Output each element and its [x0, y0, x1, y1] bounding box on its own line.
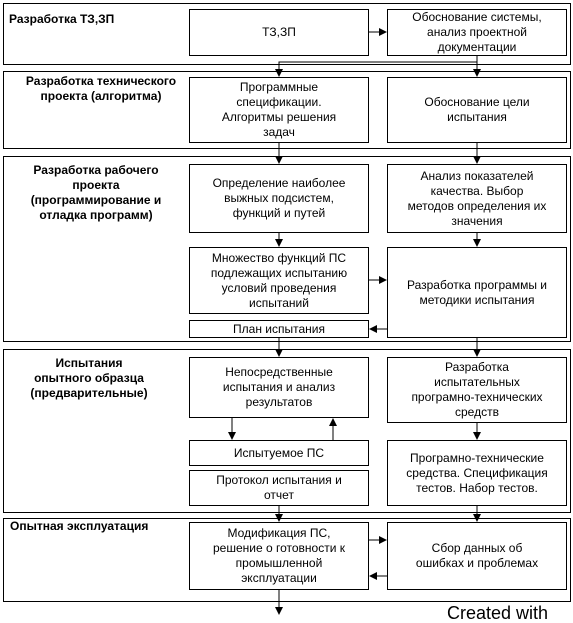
- phase-5-label: Опытная эксплуатация: [10, 519, 149, 533]
- error-collection-box: Сбор данных об ошибках и проблемах: [387, 522, 567, 590]
- system-justification-box: Обоснование системы, анализ проектной до…: [387, 9, 567, 56]
- phase-2-label: Разработка технического проекта (алгорит…: [25, 74, 177, 103]
- quality-analysis-box: Анализ показателей качества. Выбор метод…: [387, 164, 567, 233]
- test-goal-box: Обоснование цели испытания: [387, 77, 567, 143]
- modification-box: Модификация ПС, решение о готовности к п…: [189, 522, 369, 590]
- tz-zp-box: ТЗ,ЗП: [189, 9, 369, 56]
- phase-4-label: Испытания опытного образца (предваритель…: [30, 356, 148, 400]
- program-specs-box: Программные спецификации. Алгоритмы реше…: [189, 77, 369, 143]
- weak-subsystems-box: Определение наиболее выжных подсистем, ф…: [189, 164, 369, 233]
- function-set-box: Множество функций ПС подлежащих испытани…: [189, 247, 369, 314]
- test-tools-dev-box: Разработка испытательных програмно-техни…: [387, 357, 567, 423]
- phase-3-label: Разработка рабочего проекта (программиро…: [30, 163, 162, 222]
- test-plan-box: План испытания: [189, 320, 369, 338]
- tested-ps-box: Испытуемое ПС: [189, 440, 369, 466]
- tools-spec-box: Програмно-технические средства. Специфик…: [387, 440, 567, 506]
- watermark-text: Created with: [447, 603, 549, 623]
- phase-1-label: Разработка ТЗ,ЗП: [9, 12, 115, 26]
- test-program-box: Разработка программы и методики испытани…: [387, 247, 567, 338]
- direct-tests-box: Непосредственные испытания и анализ резу…: [189, 357, 369, 418]
- test-report-box: Протокол испытания и отчет: [189, 470, 369, 506]
